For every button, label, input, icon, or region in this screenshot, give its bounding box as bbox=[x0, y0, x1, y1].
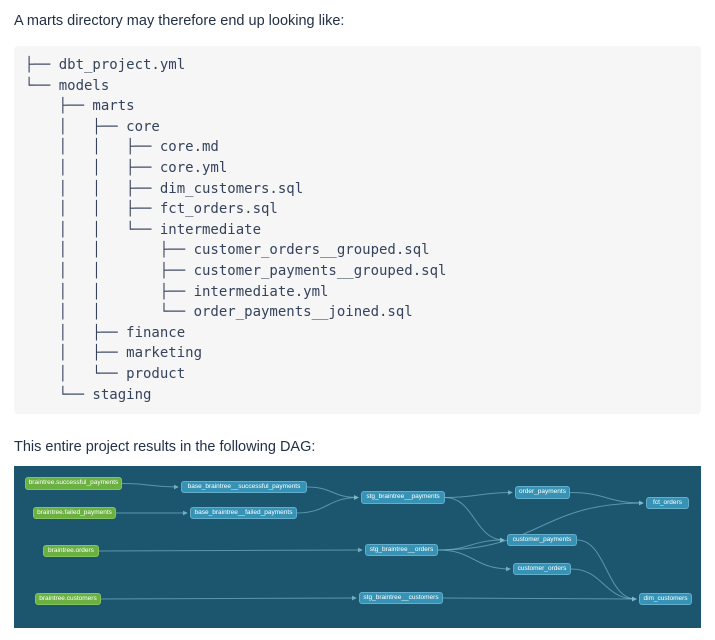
tree-line: ├── marts bbox=[25, 98, 135, 115]
tree-line: │ │ └── intermediate bbox=[25, 221, 262, 238]
dag-node-braintree-customers: braintree.customers bbox=[35, 593, 101, 606]
dag-edge bbox=[437, 500, 644, 551]
dag-edge bbox=[100, 595, 357, 601]
intro-paragraph: A marts directory may therefore end up l… bbox=[14, 13, 345, 29]
tree-line: │ ├── core bbox=[25, 118, 160, 135]
dag-node-dim-customers: dim_customers bbox=[639, 593, 692, 606]
tree-line: │ │ ├── customer_payments__grouped.sql bbox=[25, 262, 447, 279]
tree-line: │ │ ├── core.md bbox=[25, 139, 219, 156]
dag-node-braintree-orders: braintree.orders bbox=[43, 545, 99, 558]
dag-node-stg-braintree-customers: stg_braintree__customers bbox=[359, 592, 443, 605]
dag-edge bbox=[437, 549, 511, 572]
tree-line: │ │ ├── core.yml bbox=[25, 159, 228, 176]
dag-node-customer-orders: customer_orders bbox=[513, 563, 571, 576]
tree-line: │ │ ├── intermediate.yml bbox=[25, 283, 329, 300]
dag-node-fct-orders: fct_orders bbox=[646, 497, 689, 510]
dag-edge bbox=[576, 539, 637, 602]
tree-line: │ └── product bbox=[25, 365, 186, 382]
tree-line: │ ├── marketing bbox=[25, 345, 203, 362]
dag-node-braintree-successful-payments: braintree.successful_payments bbox=[25, 477, 122, 491]
tree-line: │ │ ├── dim_customers.sql bbox=[25, 180, 304, 197]
dag-edges bbox=[98, 483, 644, 602]
tree-line: │ ├── finance bbox=[25, 324, 186, 341]
dag-edge bbox=[444, 497, 505, 543]
dag-intro-paragraph: This entire project results in the follo… bbox=[14, 439, 316, 456]
tree-line: │ │ └── order_payments__joined.sql bbox=[25, 304, 413, 321]
dag-node-order-payments: order_payments bbox=[515, 486, 570, 500]
dag-edge bbox=[444, 490, 513, 499]
dag-edge bbox=[442, 596, 637, 602]
dag-edge bbox=[569, 492, 644, 506]
tree-line: └── models bbox=[25, 77, 110, 94]
directory-tree-code-block: ├── dbt_project.yml└── models ├── marts … bbox=[14, 46, 701, 415]
dag-node-stg-braintree-payments: stg_braintree__payments bbox=[361, 491, 445, 505]
dag-node-base-braintree-successful-payments: base_braintree__successful_payments bbox=[181, 481, 307, 494]
dag-edge bbox=[121, 483, 179, 490]
tree-line: ├── dbt_project.yml bbox=[25, 57, 186, 73]
tree-line: │ │ ├── customer_orders__grouped.sql bbox=[25, 242, 430, 259]
dag-edge bbox=[296, 495, 359, 514]
dag-edge bbox=[306, 486, 359, 501]
tree-line: │ │ ├── fct_orders.sql bbox=[25, 201, 278, 218]
dag-edge bbox=[570, 568, 637, 602]
tree-line: └── staging bbox=[25, 386, 152, 403]
dag-node-base-braintree-failed-payments: base_braintree__failed_payments bbox=[190, 507, 297, 520]
dag-edge bbox=[98, 547, 363, 553]
dag-node-stg-braintree-orders: stg_braintree__orders bbox=[365, 544, 438, 557]
dag-image: braintree.successful_payments braintree.f… bbox=[14, 466, 701, 629]
dag-node-braintree-failed-payments: braintree.failed_payments bbox=[33, 507, 116, 520]
dag-node-customer-payments: customer_payments bbox=[507, 534, 577, 547]
